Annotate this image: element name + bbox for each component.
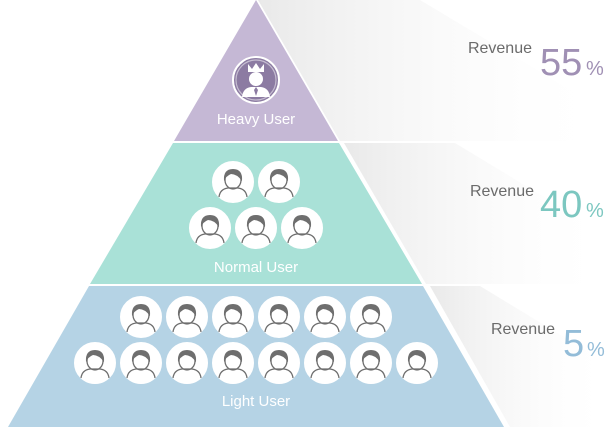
tier-label-heavy: Heavy User [217,111,295,128]
user-icon [350,342,392,384]
user-icon [74,342,116,384]
user-icon [189,207,231,249]
user-icon [212,296,254,338]
tier-label-normal: Normal User [214,259,298,276]
revenue-value: 55 [540,42,582,84]
shadow-panel-heavy [258,0,612,141]
user-icon [281,207,323,249]
user-icon [120,296,162,338]
user-icon [166,342,208,384]
revenue-label: Revenue [491,321,555,338]
user-icon [120,342,162,384]
user-icon [304,296,346,338]
revenue-value: 40 [540,184,582,226]
shadow-panel-light [430,286,612,427]
revenue-unit: % [587,339,605,361]
tier-label-light: Light User [222,393,290,410]
user-icon [258,161,300,203]
user-icon [258,296,300,338]
user-icon [212,161,254,203]
revenue-label: Revenue [470,183,534,200]
revenue-unit: % [586,200,604,222]
user-icon [212,342,254,384]
crowned-user-icon [232,56,280,104]
user-icon [258,342,300,384]
revenue-callout-light: Revenue 5 % [491,321,605,365]
user-icon [350,296,392,338]
user-icon [166,296,208,338]
user-icon [396,342,438,384]
user-icon [235,207,277,249]
user-icon [304,342,346,384]
revenue-unit: % [586,58,604,80]
avatar-group [74,56,438,384]
revenue-callout-normal: Revenue 40 % [470,183,604,226]
shadow-panels [258,0,612,427]
revenue-callout-heavy: Revenue 55 % [468,40,604,84]
revenue-label: Revenue [468,40,532,57]
shadow-panel-normal [344,143,612,284]
revenue-value: 5 [563,323,584,365]
